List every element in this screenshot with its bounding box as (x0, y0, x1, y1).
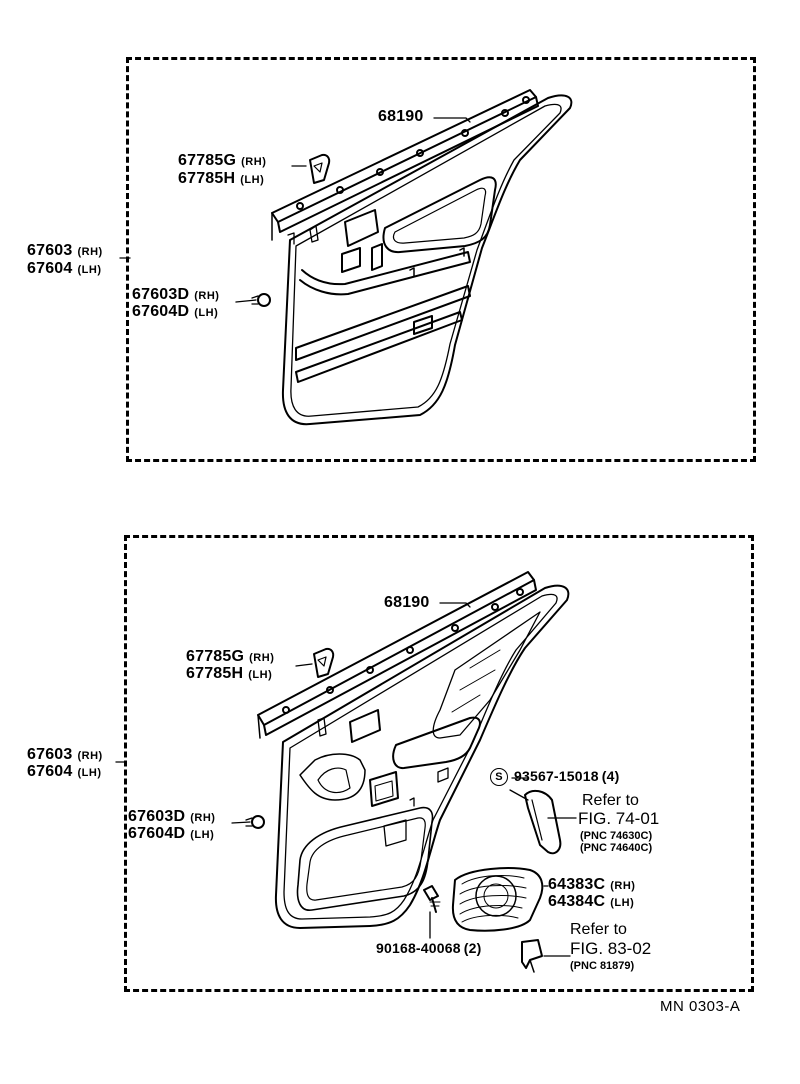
top-fastener-lh-label: 67604D(LH) (132, 303, 219, 320)
bottom-weatherstrip-label: 68190 (384, 594, 430, 611)
bolt-part (423, 885, 441, 913)
speaker-lh-label: 64384C(LH) (548, 893, 635, 910)
top-leader-lines (119, 117, 471, 303)
bottom-board-rh-label: 67603(RH) (27, 746, 103, 763)
bottom-leader-lines (115, 602, 577, 957)
speaker-grille-part (451, 867, 544, 932)
top-board-lh-label: 67604(LH) (27, 260, 102, 277)
refer-pnc-81879: (PNC 81879) (570, 960, 635, 972)
refer-pnc-74640c: (PNC 74640C) (580, 842, 653, 854)
speaker-rh-label: 64383C(RH) (548, 876, 636, 893)
bracket-part (521, 939, 543, 973)
top-diagram-frame (126, 57, 756, 462)
refer-fig-74-01-number: FIG. 74-01 (578, 809, 660, 828)
bolt-label: 90168-40068(2) (376, 940, 482, 956)
bottom-board-lh-label: 67604(LH) (27, 763, 102, 780)
bottom-clip-rh-label: 67785G(RH) (186, 648, 275, 665)
refer-fig-74-01: Refer to (582, 792, 639, 809)
refer-pnc-74630c: (PNC 74630C) (580, 830, 653, 842)
drawing-code: MN 0303-A (660, 998, 741, 1015)
bottom-fastener-rh-label: 67603D(RH) (128, 808, 216, 825)
bottom-fastener-lh-label: 67604D(LH) (128, 825, 215, 842)
top-fastener-rh-label: 67603D(RH) (132, 286, 220, 303)
top-weatherstrip-label: 68190 (378, 108, 424, 125)
bottom-clip-lh-label: 67785H(LH) (186, 665, 273, 682)
top-clip-lh-label: 67785H(LH) (178, 170, 265, 187)
refer-fig-83-02-number: FIG. 83-02 (570, 939, 652, 958)
refer-fig-83-02: Refer to (570, 921, 627, 938)
pull-handle-part (524, 789, 562, 855)
top-door-trim-board (251, 89, 573, 426)
top-clip-rh-label: 67785G(RH) (178, 152, 267, 169)
s-symbol-icon: S (490, 768, 508, 787)
bottom-diagram-frame (124, 535, 754, 992)
bottom-door-trim-board (245, 571, 570, 929)
top-board-rh-label: 67603(RH) (27, 242, 103, 259)
